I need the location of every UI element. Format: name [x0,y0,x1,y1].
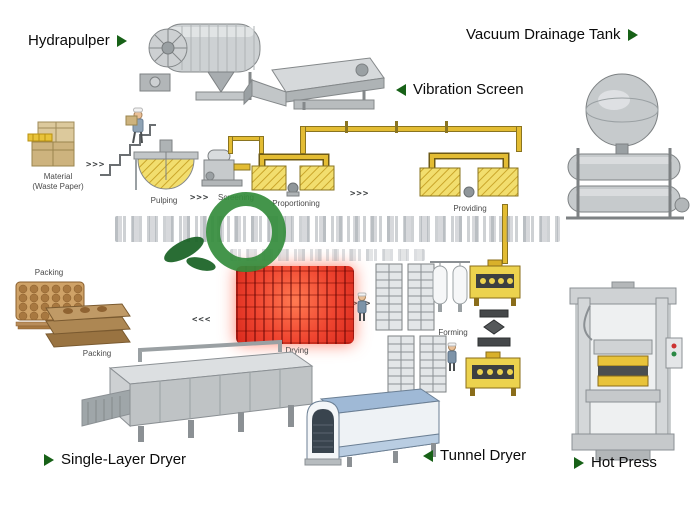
pipe-hanger [345,121,348,133]
flow-arrow-right: >>> [86,160,106,170]
hydrapulper-label: Hydrapulper [28,32,110,49]
material-label-line2: (Waste Paper) [32,182,84,191]
hydrapulper-illustration [139,23,261,101]
drying-racks-illustration [375,263,435,331]
vibration-screen-label-group: Vibration Screen [396,82,524,97]
triangle-left-icon [423,449,433,462]
vacuum-drainage-tank-label: Vacuum Drainage Tank [466,26,621,43]
hot-press-label-group: Hot Press [574,455,657,470]
worker-figure [447,342,457,371]
vacuum-drainage-tank-label-group: Vacuum Drainage Tank [466,27,638,42]
pulping-label: Pulping [150,196,178,205]
triangle-right-icon [116,34,127,47]
tray-stack-illustration [45,303,131,348]
pipe-riser [228,136,233,154]
proportioning-label: Proportioning [272,199,320,208]
triangle-right-icon [574,456,584,469]
forming-machine-illustration [469,259,521,306]
pipe-drop-proportioning [300,126,306,154]
material-label-line1: Material [43,172,73,181]
hot-press-illustration [569,281,683,461]
vibration-screen-illustration [243,57,385,110]
worker-figure [357,292,367,321]
drying-zone-illustration [236,266,354,344]
pipe-main-overhead [300,126,522,132]
pipe-hanger [395,121,398,133]
tunnel-dryer-illustration [304,388,441,467]
vibration-screen-label: Vibration Screen [413,81,524,98]
packing-label-bottom: Packing [82,349,112,358]
providing-label: Providing [453,204,487,213]
proportioning-tanks-illustration [251,153,335,197]
pipe-hanger [445,121,448,133]
triangle-left-icon [396,83,406,96]
pipe-drop-providing [516,126,522,152]
pipe-to-forming [502,204,508,264]
triangle-right-icon [44,453,54,466]
flow-arrow-left: <<< [192,315,212,325]
drying-racks-illustration [387,335,447,393]
forming-machine-illustration [465,351,521,396]
material-label: Material (Waste Paper) [14,172,102,192]
pulp-feed-cylinders-illustration [430,261,470,312]
drying-label: Drying [285,346,309,355]
vacuum-drainage-tank-illustration [566,73,690,220]
flow-arrow-right: >>> [190,193,210,203]
packing-label-top: Packing [34,268,64,277]
watermark-logo-leaf [184,254,218,274]
worker-on-stairs-illustration [100,107,156,176]
providing-tanks-illustration [419,152,519,198]
flow-arrow-right: >>> [350,189,370,199]
hydrapulper-label-group: Hydrapulper [28,33,127,48]
single-layer-dryer-label-group: Single-Layer Dryer [44,452,186,467]
forming-label: Forming [438,328,468,337]
tunnel-dryer-label-group: Tunnel Dryer [423,448,526,463]
triangle-right-icon [627,28,638,41]
waste-paper-bales-illustration [27,121,75,167]
hot-press-label: Hot Press [591,454,657,471]
mold-tooling-illustration [477,309,511,347]
watermark-logo-ring [206,192,286,272]
pulping-tank-illustration [133,139,199,190]
tunnel-dryer-label: Tunnel Dryer [440,447,527,464]
single-layer-dryer-illustration [81,339,314,442]
screening-machine-illustration [201,149,251,187]
watermark-text-band [115,216,560,242]
single-layer-dryer-label: Single-Layer Dryer [61,451,187,468]
